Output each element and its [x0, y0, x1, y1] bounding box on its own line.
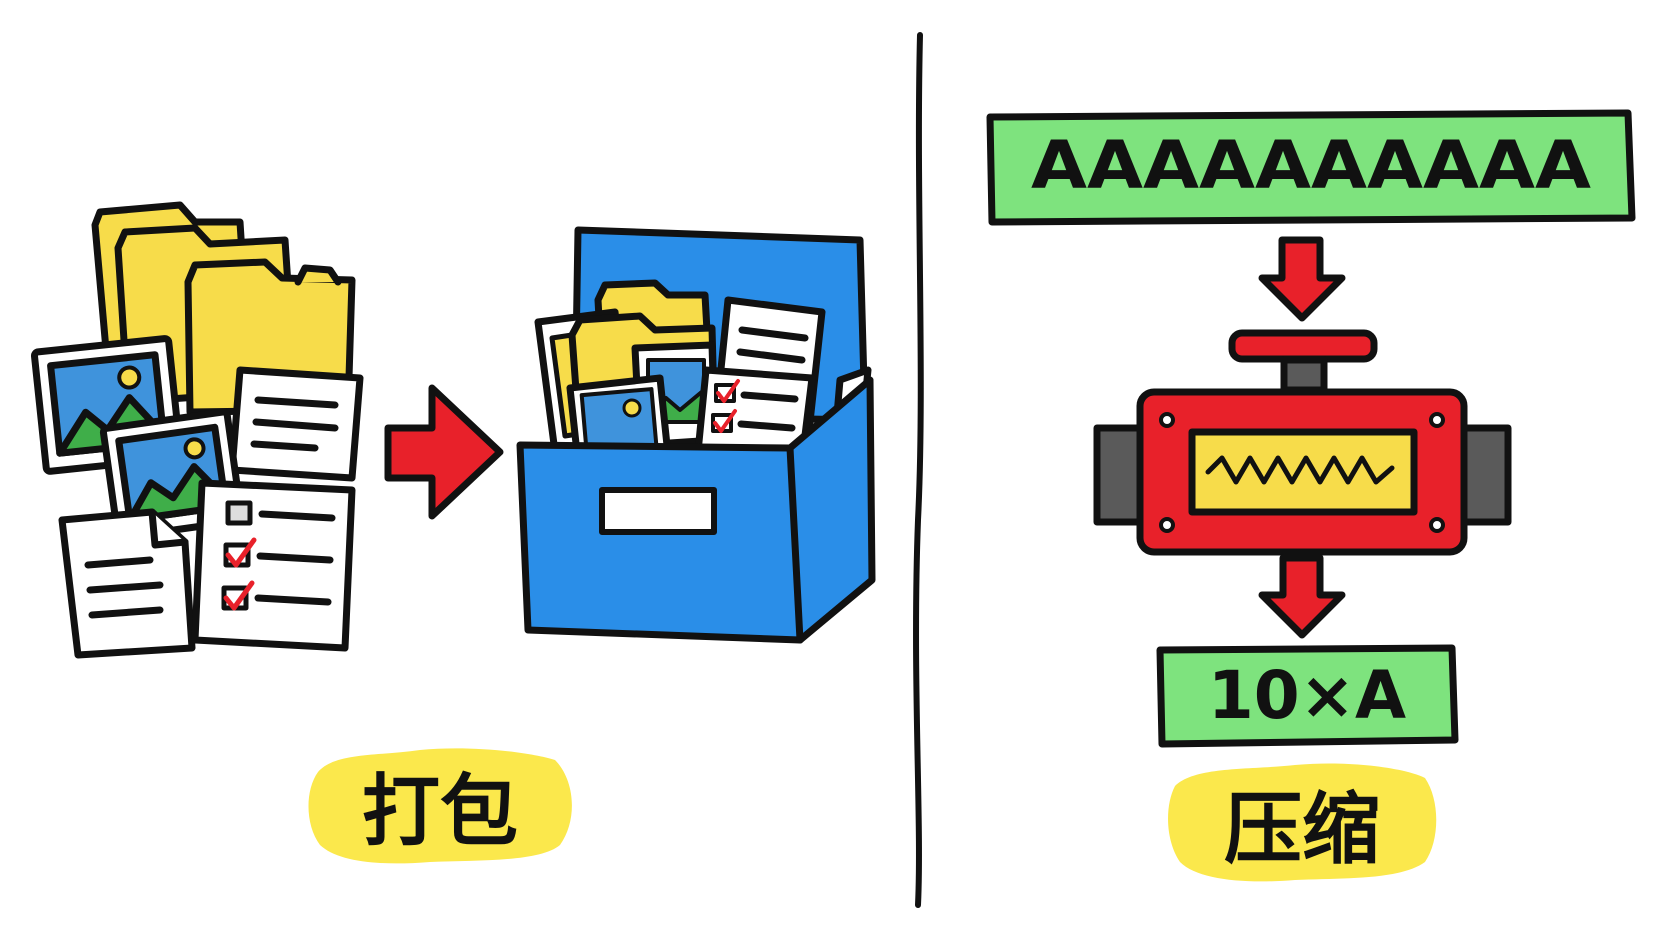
document-icon [58, 508, 196, 659]
files-pile-icon [30, 201, 364, 659]
red-arrow-down-icon [1258, 236, 1346, 322]
document-icon [228, 366, 364, 482]
packing-label-badge [308, 748, 572, 864]
divider-line [913, 32, 924, 908]
compression-label-badge [1168, 763, 1437, 882]
input-data-bar [986, 109, 1636, 226]
input-data-text: AAAAAAAAAA [1031, 127, 1591, 204]
compressor-machine-icon [1093, 329, 1512, 556]
storage-box-icon [516, 226, 876, 644]
red-arrow-down-icon [1258, 554, 1346, 639]
red-arrow-icon [384, 384, 504, 520]
output-data-text: 10×A [1208, 657, 1406, 734]
packing-label: 打包 [362, 767, 518, 857]
checklist-icon [694, 366, 816, 464]
output-data-bar [1156, 644, 1459, 748]
compression-label: 压缩 [1224, 785, 1380, 875]
checklist-icon [191, 479, 356, 652]
